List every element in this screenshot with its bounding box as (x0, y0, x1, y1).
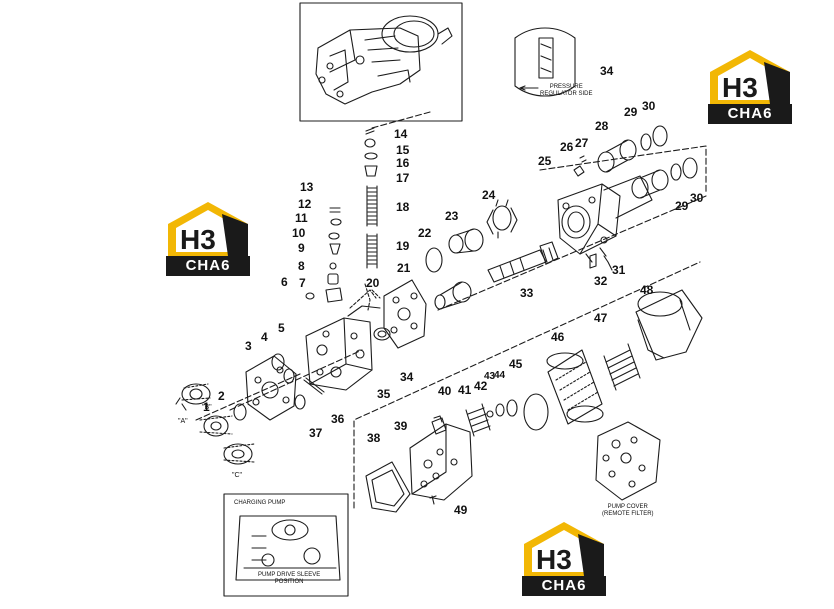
callout-5: 5 (278, 321, 285, 335)
drive-bearing-group (175, 383, 255, 465)
callout-18: 18 (396, 200, 410, 214)
callout-36: 36 (331, 412, 345, 426)
callout-2: 2 (218, 389, 225, 403)
pressure-regulator-side-caption: PRESSURE REGULATOR SIDE (540, 84, 593, 97)
watermark-word: CHA6 (708, 104, 792, 124)
callout-31: 31 (612, 263, 626, 277)
filter-canister (635, 289, 703, 361)
pump-housing (557, 175, 653, 263)
view-label-b: "B" (202, 404, 212, 411)
callout-10: 10 (292, 226, 306, 240)
pump-cover-caption: PUMP COVER (REMOTE FILTER) (602, 504, 654, 517)
gear-and-bearings (448, 199, 518, 254)
exploded-view-centerlines (195, 111, 707, 509)
callout-19: 19 (396, 239, 410, 253)
seal-inset-drawing (514, 27, 576, 97)
callout-27: 27 (575, 136, 589, 150)
regulator-spool-stack (364, 127, 381, 311)
charging-pump-caption: CHARGING PUMP (234, 500, 286, 506)
callout-1: 1 (203, 400, 210, 414)
callout-43: 43 (484, 371, 496, 382)
callout-29-upper: 29 (624, 105, 638, 119)
separator-plate (373, 279, 427, 349)
callout-49: 49 (454, 503, 468, 517)
callout-20: 20 (366, 276, 380, 290)
callout-37: 37 (309, 426, 323, 440)
callout-23: 23 (445, 209, 459, 223)
callout-29-lower: 29 (675, 199, 689, 213)
callout-45: 45 (509, 357, 523, 371)
watermark-word: CHA6 (522, 576, 606, 596)
callout-44: 44 (494, 370, 506, 381)
view-label-a: "A" (178, 418, 188, 425)
callout-35: 35 (377, 387, 391, 401)
callout-3: 3 (245, 339, 252, 353)
callout-6: 6 (281, 275, 288, 289)
callout-13: 13 (300, 180, 314, 194)
housing-screws (573, 155, 613, 271)
callout-41: 41 (458, 383, 472, 397)
pump-drive-shaft (487, 241, 559, 283)
bolt-49 (429, 495, 437, 505)
lower-bearings (434, 281, 472, 310)
callout-46: 46 (551, 330, 565, 344)
callout-17: 17 (396, 171, 410, 185)
upper-bearings-and-seals (597, 125, 698, 199)
watermark-letters: H3 (722, 72, 758, 103)
callout-40: 40 (438, 384, 452, 398)
charging-pump-drawing (235, 515, 341, 581)
callout-34-inset: 34 (600, 64, 614, 78)
callout-42: 42 (474, 379, 488, 393)
callout-4: 4 (261, 330, 268, 344)
callout-30-upper: 30 (642, 99, 656, 113)
callout-7: 7 (299, 276, 306, 290)
callout-30-lower: 30 (690, 191, 704, 205)
callout-11: 11 (295, 211, 308, 225)
watermark-logo-top-right: H3 CHA6 (708, 48, 792, 124)
filter-spring (603, 343, 641, 391)
callout-15: 15 (396, 143, 410, 157)
assembled-pump-drawing (315, 15, 453, 105)
callout-21: 21 (397, 261, 411, 275)
callout-12: 12 (298, 197, 312, 211)
watermark-logo-left: H3 CHA6 (166, 200, 250, 276)
callout-47: 47 (594, 311, 608, 325)
callout-26: 26 (560, 140, 574, 154)
callout-48: 48 (640, 283, 654, 297)
callout-14: 14 (394, 127, 408, 141)
callout-28: 28 (595, 119, 609, 133)
watermark-letters: H3 (180, 224, 216, 255)
view-label-c: "C" (232, 472, 243, 479)
callout-9: 9 (298, 241, 305, 255)
check-valve-stack (305, 207, 343, 303)
charging-pump-inset (223, 493, 349, 597)
snap-ring-22 (425, 247, 443, 273)
filter-element (546, 349, 604, 425)
pump-cover-and-gasket (365, 423, 473, 513)
assembled-pump-inset (299, 2, 463, 122)
callout-39: 39 (394, 419, 408, 433)
adapter-plate-and-seals (245, 353, 306, 421)
dowel-pin-36 (303, 377, 325, 395)
watermark-logo-bottom: H3 CHA6 (522, 520, 606, 596)
callout-8: 8 (298, 259, 305, 273)
callout-34-main: 34 (400, 370, 414, 384)
callout-24: 24 (482, 188, 496, 202)
callout-38: 38 (367, 431, 381, 445)
watermark-word: CHA6 (166, 256, 250, 276)
pump-drive-sleeve-caption: PUMP DRIVE SLEEVE POSITION (258, 572, 321, 585)
callout-25: 25 (538, 154, 552, 168)
watermark-letters: H3 (536, 544, 572, 575)
callout-33: 33 (520, 286, 534, 300)
relief-valve-parts (465, 393, 549, 437)
callout-22: 22 (418, 226, 432, 240)
pump-cover-inset-drawing (595, 421, 661, 501)
callout-32: 32 (594, 274, 608, 288)
callout-16: 16 (396, 156, 410, 170)
